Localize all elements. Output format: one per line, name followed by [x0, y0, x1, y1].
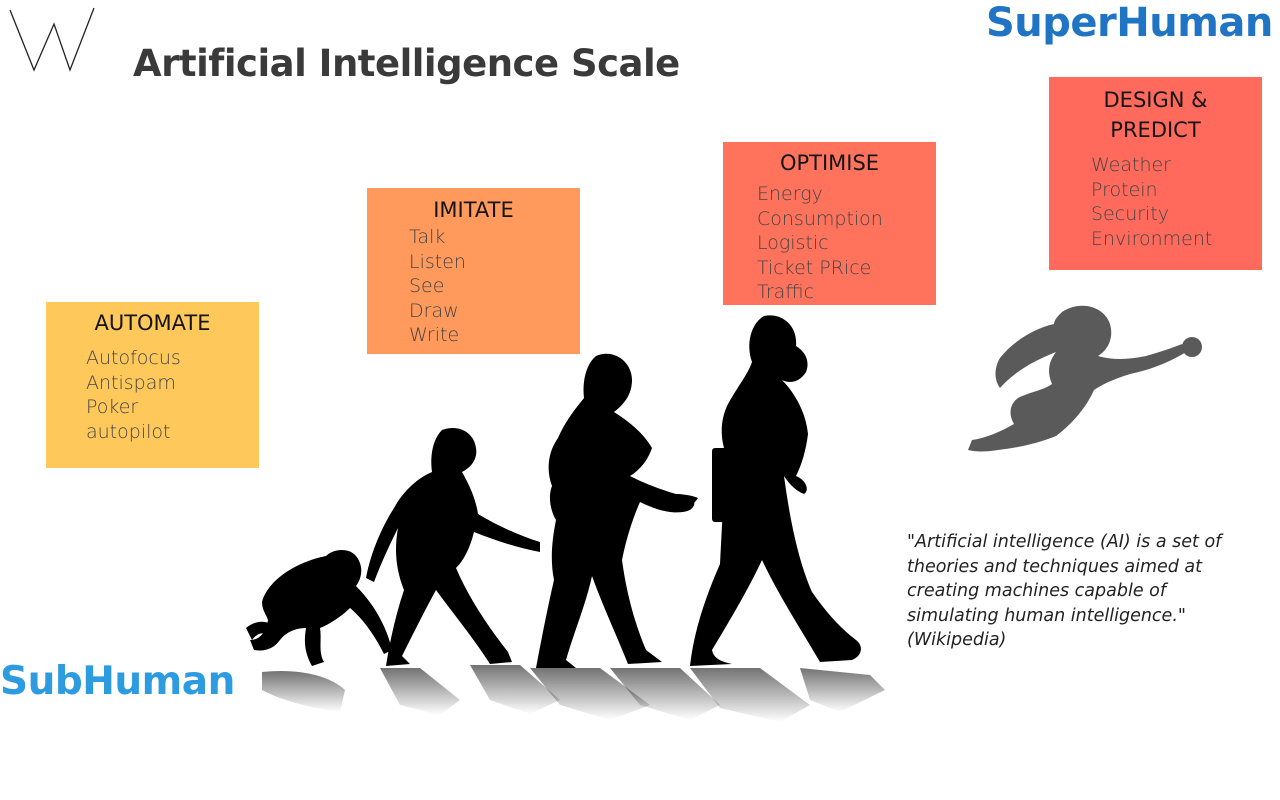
stage-item: Draw [409, 299, 459, 322]
stage-item: Protein [1091, 178, 1158, 201]
superhuman-label: SuperHuman [986, 0, 1273, 46]
stage-item: autopilot [86, 420, 171, 443]
stage-item: See [409, 275, 445, 297]
stage-card-automate: AUTOMATE Autofocus Antispam Poker autopi… [46, 302, 259, 468]
wikipedia-quote: "Artificial intelligence (AI) is a set o… [907, 532, 1222, 650]
evolution-silhouettes-icon [246, 315, 861, 668]
stage-item: Ticket PRice [757, 256, 872, 279]
stage-item: Poker [86, 396, 139, 418]
page-title: Artificial Intelligence Scale [133, 42, 680, 85]
stage-title: IMITATE [433, 198, 514, 222]
stage-item: Antispam [86, 371, 176, 394]
stage-items: Autofocus Antispam Poker autopilot [46, 346, 259, 444]
subhuman-label: SubHuman [0, 659, 235, 704]
stage-item: Energy [757, 183, 823, 205]
stage-item: Weather [1091, 154, 1171, 176]
stage-item: Autofocus [86, 347, 181, 369]
ground-reflection [262, 665, 885, 722]
stage-title: AUTOMATE [94, 311, 211, 335]
stage-item: Listen [409, 250, 466, 273]
stage-item: Security [1091, 203, 1170, 225]
stage-item: Traffic [757, 281, 815, 303]
w-logo-icon [9, 7, 95, 72]
stage-items: Energy Consumption Logistic Ticket PRice… [723, 182, 936, 305]
superhero-icon [968, 305, 1202, 452]
stage-item: Consumption [757, 207, 883, 230]
stage-items: Talk Listen See Draw Write [367, 225, 580, 348]
stage-card-imitate: IMITATE Talk Listen See Draw Write [367, 188, 580, 354]
stage-card-optimise: OPTIMISE Energy Consumption Logistic Tic… [723, 142, 936, 305]
stage-item: Logistic [757, 232, 829, 254]
stage-title: OPTIMISE [779, 151, 880, 175]
stage-card-design-predict: DESIGN & PREDICT Weather Protein Securit… [1049, 77, 1262, 270]
stage-item: Write [409, 324, 460, 346]
stage-title: DESIGN & PREDICT [1103, 88, 1208, 142]
stage-items: Weather Protein Security Environment [1049, 153, 1262, 251]
stage-item: Talk [409, 226, 446, 248]
stage-item: Environment [1091, 227, 1213, 250]
